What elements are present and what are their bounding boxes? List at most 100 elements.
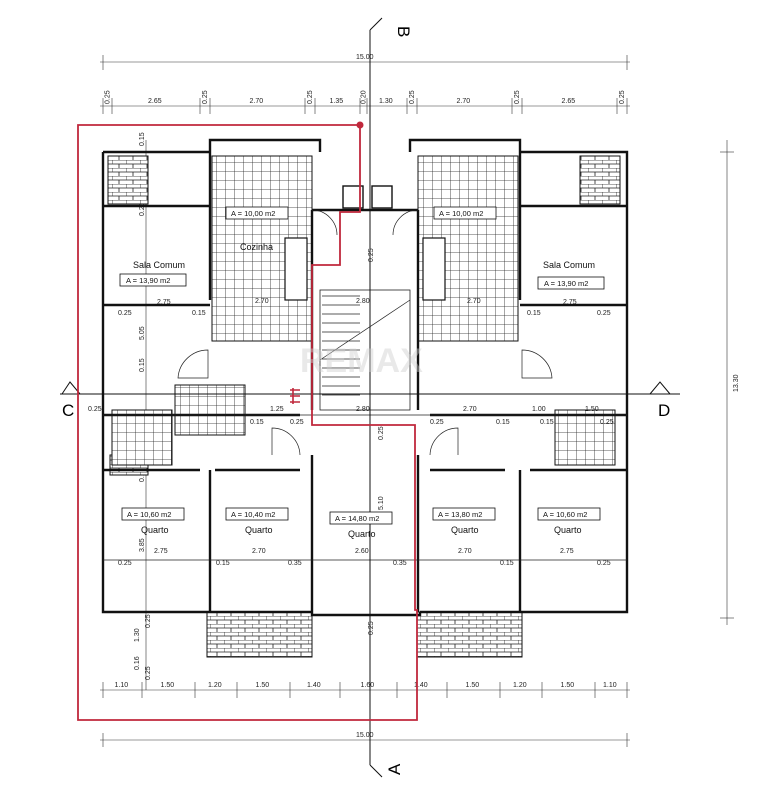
svg-text:0.15: 0.15	[216, 560, 230, 567]
svg-text:0.25: 0.25	[378, 426, 385, 440]
svg-text:A = 10,40 m2: A = 10,40 m2	[231, 510, 275, 519]
room-labels: Sala Comum A = 13,90 m2 Sala Comum A = 1…	[119, 206, 605, 539]
dim-label: 0.25	[409, 90, 416, 104]
dim-label: 1.50	[466, 682, 480, 689]
svg-text:0.15: 0.15	[500, 560, 514, 567]
dim-overall-bottom: 15.00	[356, 732, 374, 739]
svg-text:2.80: 2.80	[356, 298, 370, 305]
svg-text:0.25: 0.25	[139, 202, 146, 216]
arrow-b	[369, 17, 383, 31]
svg-text:2.70: 2.70	[252, 548, 266, 555]
dim-label: 0.20	[361, 90, 368, 104]
dim-label: 1.60	[361, 682, 375, 689]
red-stair-symbol	[290, 388, 300, 404]
arrow-d	[649, 381, 671, 395]
bathroom-right	[554, 409, 616, 466]
dim-label: 1.50	[161, 682, 175, 689]
dim-label: 0.25	[514, 90, 521, 104]
svg-text:A = 13,90 m2: A = 13,90 m2	[126, 276, 170, 285]
svg-text:5.10: 5.10	[378, 496, 385, 510]
svg-text:1.30: 1.30	[134, 628, 141, 642]
staircase	[319, 289, 411, 411]
svg-text:0.25: 0.25	[118, 560, 132, 567]
dim-label: 0.25	[307, 90, 314, 104]
svg-text:3.85: 3.85	[139, 538, 146, 552]
section-label-a: A	[385, 763, 404, 775]
svg-text:0.25: 0.25	[145, 666, 152, 680]
svg-text:2.70: 2.70	[458, 548, 472, 555]
svg-text:A = 13,80 m2: A = 13,80 m2	[438, 510, 482, 519]
room-quarto-2: Quarto	[245, 525, 273, 535]
bathroom-left-2	[174, 384, 246, 436]
svg-text:2.75: 2.75	[560, 548, 574, 555]
svg-text:0.25: 0.25	[597, 310, 611, 317]
dim-label: 1.35	[330, 98, 344, 105]
room-cozinha-left: Cozinha	[240, 242, 273, 252]
svg-text:A = 10,60 m2: A = 10,60 m2	[127, 510, 171, 519]
dim-label: 1.30	[379, 98, 393, 105]
room-cozinha-left-area: A = 10,00 m2	[231, 209, 275, 218]
dim-overall-top: 15.00	[356, 54, 374, 61]
svg-text:2.60: 2.60	[355, 548, 369, 555]
svg-text:2.70: 2.70	[467, 298, 481, 305]
svg-text:0.25: 0.25	[600, 419, 614, 426]
dim-label: 0.25	[105, 90, 112, 104]
svg-text:0.25: 0.25	[290, 419, 304, 426]
svg-text:0.15: 0.15	[250, 419, 264, 426]
svg-text:0.15: 0.15	[192, 310, 206, 317]
svg-text:0.25: 0.25	[88, 406, 102, 413]
dim-label: 1.50	[256, 682, 270, 689]
dim-label: 1.50	[561, 682, 575, 689]
svg-text:0.25: 0.25	[368, 248, 375, 262]
stove-right	[422, 237, 446, 301]
svg-text:0.15: 0.15	[527, 310, 541, 317]
dim-label: 1.10	[115, 682, 129, 689]
svg-text:0.15: 0.15	[139, 132, 146, 146]
svg-text:2.75: 2.75	[157, 299, 171, 306]
outline-marker	[356, 121, 364, 129]
dim-label: 1.10	[603, 682, 617, 689]
bathroom-left	[111, 409, 173, 466]
room-quarto-1: Quarto	[141, 525, 169, 535]
svg-text:0.16: 0.16	[134, 656, 141, 670]
room-cozinha-right-area: A = 10,00 m2	[439, 209, 483, 218]
interior-dimensions: 2.75 2.75 2.70 2.70 2.80 2.80 2.70 1.25 …	[88, 248, 614, 635]
svg-text:0.25: 0.25	[145, 614, 152, 628]
svg-text:A = 13,90 m2: A = 13,90 m2	[544, 279, 588, 288]
balcony-bottom-left	[206, 611, 313, 658]
svg-text:0.15: 0.15	[139, 358, 146, 372]
svg-text:2.75: 2.75	[154, 548, 168, 555]
svg-text:5.05: 5.05	[139, 326, 146, 340]
svg-text:0.35: 0.35	[393, 560, 407, 567]
doors	[177, 209, 553, 456]
balcony-bottom-right	[416, 611, 523, 658]
highlighted-unit-outline	[77, 124, 418, 721]
svg-text:0.25: 0.25	[430, 419, 444, 426]
dim-label: 1.40	[414, 682, 428, 689]
balcony-top-right	[579, 155, 621, 205]
svg-text:2.80: 2.80	[356, 406, 370, 413]
room-sala-right: Sala Comum	[543, 260, 595, 270]
dim-label: 0.25	[202, 90, 209, 104]
dim-label: 2.70	[250, 98, 264, 105]
svg-text:0.25: 0.25	[118, 310, 132, 317]
svg-text:1.25: 1.25	[270, 406, 284, 413]
arrow-a	[369, 764, 383, 778]
section-label-c: C	[62, 401, 74, 420]
section-label-b: B	[394, 26, 413, 37]
room-quarto-4: Quarto	[451, 525, 479, 535]
dim-overall-right: 13.30	[733, 374, 740, 392]
dim-label: 1.40	[307, 682, 321, 689]
arrow-c	[61, 381, 81, 395]
svg-text:0.35: 0.35	[288, 560, 302, 567]
dim-label: 0.25	[619, 90, 626, 104]
dim-label: 2.70	[457, 98, 471, 105]
watermark-logo: REMAX	[300, 342, 423, 380]
svg-text:0.25: 0.25	[368, 621, 375, 635]
svg-text:0.15: 0.15	[540, 419, 554, 426]
svg-text:2.70: 2.70	[255, 298, 269, 305]
svg-text:A = 14,80 m2: A = 14,80 m2	[335, 514, 379, 523]
dim-label: 1.20	[513, 682, 527, 689]
